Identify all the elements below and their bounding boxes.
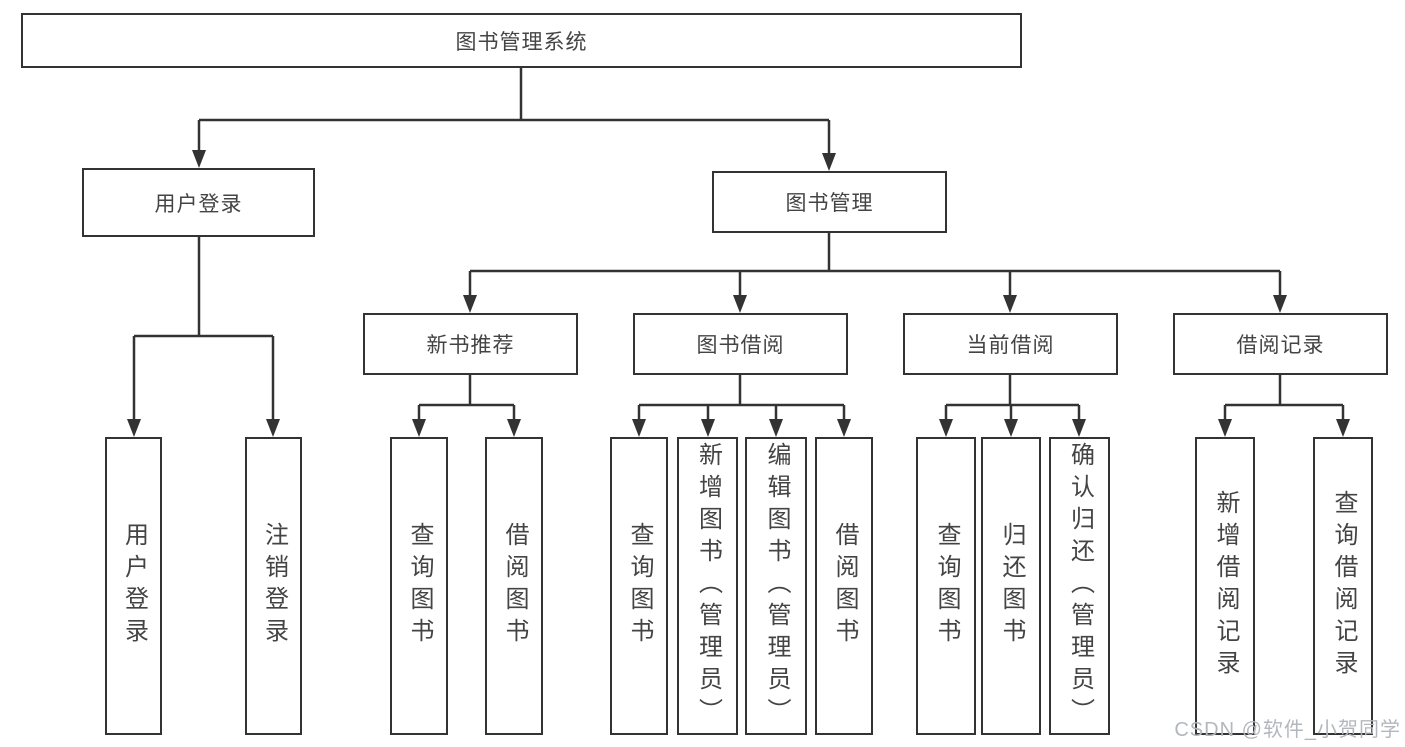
node-label: 注销登录: [260, 522, 288, 650]
connector-user-login: [127, 237, 280, 437]
node-new-book-recommendation: 新书推荐: [363, 313, 578, 375]
leaf-query-books-recommend: 查询图书: [390, 437, 448, 735]
leaf-user-login: 用户登录: [105, 437, 162, 735]
node-label: 图书管理系统: [455, 30, 588, 54]
node-book-borrowing: 图书借阅: [633, 313, 848, 375]
connector-current-borrowing: [939, 375, 1086, 437]
node-label: 查询借阅记录: [1330, 490, 1357, 682]
node-label: 用户登录: [154, 192, 243, 216]
connector-root: [192, 68, 836, 171]
node-label: 借阅记录: [1236, 334, 1325, 357]
leaf-return-books: 归还图书: [981, 437, 1041, 735]
node-label: 用户登录: [120, 522, 148, 650]
node-label: 归还图书: [998, 522, 1025, 650]
node-label: 图书管理: [785, 192, 874, 215]
leaf-borrow-books-recommend: 借阅图书: [485, 437, 543, 735]
connector-new-book-recommendation: [412, 375, 521, 437]
node-label: 编辑图书（管理员）: [763, 442, 790, 730]
leaf-add-books-admin: 新增图书（管理员）: [677, 437, 738, 735]
node-label: 确认归还（管理员）: [1066, 442, 1094, 730]
connector-borrowing-records: [1218, 375, 1350, 437]
node-borrowing-records: 借阅记录: [1173, 313, 1388, 375]
node-label: 新增图书（管理员）: [694, 442, 722, 730]
node-label: 查询图书: [626, 522, 653, 650]
leaf-query-books-borrowing: 查询图书: [610, 437, 668, 735]
node-label: 新书推荐: [426, 334, 515, 357]
node-label: 借阅图书: [831, 522, 858, 650]
node-label: 借阅图书: [501, 522, 528, 650]
csdn-watermark: CSDN @软件_小贺同学: [1174, 719, 1401, 741]
leaf-query-borrow-record: 查询借阅记录: [1313, 437, 1373, 735]
node-label: 查询图书: [933, 522, 960, 650]
node-book-management: 图书管理: [712, 171, 947, 233]
node-label: 图书借阅: [696, 334, 785, 357]
connector-book-management: [463, 233, 1287, 313]
node-label: 新增借阅记录: [1212, 490, 1239, 682]
leaf-logout-login: 注销登录: [245, 437, 302, 735]
node-label: 当前借阅: [966, 334, 1055, 357]
leaf-edit-books-admin: 编辑图书（管理员）: [745, 437, 807, 735]
node-user-login: 用户登录: [82, 168, 315, 237]
leaf-confirm-return-admin: 确认归还（管理员）: [1049, 437, 1110, 735]
node-library-management-system: 图书管理系统: [21, 13, 1022, 68]
node-current-borrowing: 当前借阅: [903, 313, 1118, 375]
node-label: 查询图书: [406, 522, 433, 650]
leaf-borrow-books-borrowing: 借阅图书: [815, 437, 873, 735]
connector-book-borrowing: [632, 375, 851, 437]
leaf-query-books-current: 查询图书: [916, 437, 976, 735]
leaf-add-borrow-record: 新增借阅记录: [1195, 437, 1255, 735]
